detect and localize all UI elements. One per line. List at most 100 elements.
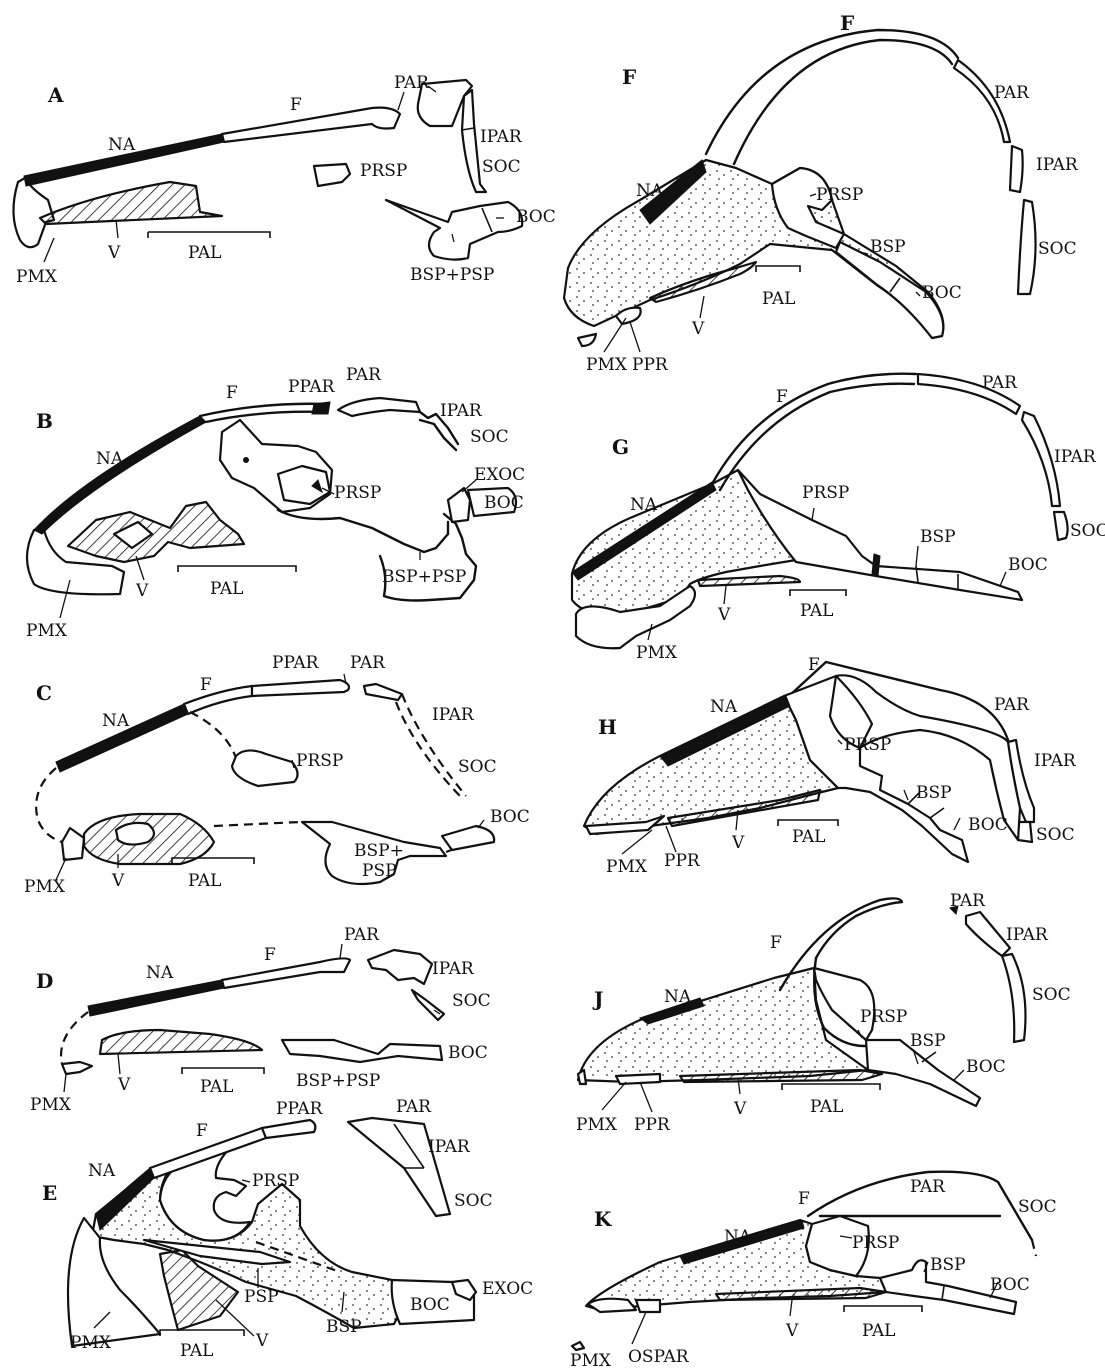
panel-f-pmx-leader <box>604 318 626 352</box>
panel-f-label-na: NA <box>636 181 664 201</box>
panel-c-label-psp: PSP <box>362 861 397 881</box>
panel-d-parietal <box>368 950 432 984</box>
panel-g-boc-leader <box>1000 572 1006 586</box>
panel-d-pmx-leader <box>64 1074 66 1092</box>
panel-h-label-pmx: PMX <box>606 857 648 877</box>
panel-b-label-na: NA <box>96 449 124 469</box>
panel-k-label-na: NA <box>724 1227 752 1247</box>
panel-j-soc <box>1002 954 1026 1042</box>
panel-g-label-v: V <box>717 605 731 625</box>
panel-h-pal-bracket <box>778 820 838 826</box>
panel-k-label-bsp: BSP <box>930 1255 966 1275</box>
panel-a: A NA F PAR IPAR SOC PRSP BOC BSP+ <box>13 73 555 287</box>
panel-a-prosphenoid <box>314 164 350 186</box>
panel-c-label-pal: PAL <box>188 871 221 891</box>
panel-a-label-bsp-psp: BSP+PSP <box>410 265 494 285</box>
panel-g-bsp-leader <box>916 546 918 566</box>
panel-c-parietal <box>364 684 402 700</box>
panel-a-v-leader <box>116 220 118 238</box>
panel-g-vomer <box>698 576 800 586</box>
panel-b-exoc <box>448 488 470 522</box>
panel-b-label-soc: SOC <box>470 427 509 447</box>
panel-f-letter: F <box>622 65 636 89</box>
panel-c-vomer-window <box>116 823 154 845</box>
panel-k-label-f: F <box>798 1189 810 1209</box>
panel-a-pmx-leader <box>44 238 54 262</box>
panel-c-label-v: V <box>111 871 125 891</box>
panel-g-label-pmx: PMX <box>636 643 678 663</box>
panel-b: B F PPAR PAR IPAR NA SOC EXOC PRSP BOC P… <box>26 365 525 641</box>
panel-b-frontal <box>200 404 326 422</box>
panel-c-label-pmx: PMX <box>24 877 66 897</box>
panel-h-label-par: PAR <box>994 695 1030 715</box>
panel-f-label-ipar: IPAR <box>1036 155 1079 175</box>
panel-j-label-v: V <box>733 1099 747 1119</box>
panel-b-letter: B <box>36 409 53 433</box>
panel-a-label-prsp: PRSP <box>360 161 407 181</box>
panel-b-label-pmx: PMX <box>26 621 68 641</box>
panel-g: G F PAR IPAR NA PRSP SOC BSP BOC V PAL P… <box>572 373 1105 663</box>
panel-j-ppr <box>616 1074 660 1084</box>
panel-j-label-prsp: PRSP <box>860 1007 907 1027</box>
panel-f-label-pmx: PMX <box>586 355 628 375</box>
panel-j: J PAR IPAR F SOC NA PRSP BSP BOC PMX PPR… <box>576 891 1071 1135</box>
panel-f-label-boc: BOC <box>922 283 962 303</box>
panel-d-frontal <box>222 958 350 988</box>
panel-b-label-f: F <box>226 383 238 403</box>
panel-d-label-na: NA <box>146 963 174 983</box>
panel-h-label-boc: BOC <box>968 815 1008 835</box>
panel-d-nasal <box>88 980 224 1016</box>
panel-k-ospar <box>636 1300 660 1312</box>
panel-e: E PPAR PAR F IPAR NA PRSP SOC EXOC BOC P… <box>42 1097 533 1361</box>
panel-e-label-bsp: BSP <box>326 1317 362 1337</box>
panel-a-pal-bracket <box>148 232 270 238</box>
panel-c-ppar <box>252 680 349 696</box>
panel-k-soc-dashed <box>1032 1240 1036 1256</box>
panel-j-boc-leader <box>954 1070 964 1080</box>
panel-b-label-prsp: PRSP <box>334 483 381 503</box>
panel-d-label-soc: SOC <box>452 991 491 1011</box>
panel-g-frontal-arch <box>712 374 916 490</box>
panel-k: K PAR SOC F NA PRSP BSP BOC PMX OSPAR V … <box>570 1172 1057 1367</box>
panel-d-label-par: PAR <box>344 925 380 945</box>
panel-b-foramen-1 <box>243 457 249 463</box>
panel-a-label-pal: PAL <box>188 243 221 263</box>
panel-h-label-soc: SOC <box>1036 825 1075 845</box>
panel-k-label-prsp: PRSP <box>852 1233 899 1253</box>
panel-h-bsp-leader <box>904 790 908 800</box>
panel-c-label-prsp: PRSP <box>296 751 343 771</box>
panel-b-label-boc: BOC <box>484 493 524 513</box>
panel-b-vomer <box>68 502 244 562</box>
panel-b-label-bsp-psp: BSP+PSP <box>382 567 466 587</box>
panel-h-label-ppr: PPR <box>664 851 701 871</box>
panel-e-label-soc: SOC <box>454 1191 493 1211</box>
panel-e-label-ppar: PPAR <box>276 1099 324 1119</box>
panel-a-label-boc: BOC <box>516 207 556 227</box>
panel-k-label-ospar: OSPAR <box>628 1347 690 1367</box>
panel-h-label-pal: PAL <box>792 827 825 847</box>
panel-h-label-ipar: IPAR <box>1034 751 1077 771</box>
panel-g-soc <box>1054 512 1068 540</box>
panel-d-label-f: F <box>264 945 276 965</box>
panel-c-label-par: PAR <box>350 653 386 673</box>
panel-j-label-ppr: PPR <box>634 1115 671 1135</box>
panel-h-soc <box>1018 822 1032 842</box>
panel-e-label-boc: BOC <box>410 1295 450 1315</box>
panel-k-ospar-leader <box>632 1312 646 1344</box>
panel-e-ppar <box>262 1120 315 1138</box>
panel-c: C PPAR PAR F NA IPAR PRSP SOC BOC BSP+ P… <box>24 653 530 897</box>
panel-j-label-par: PAR <box>950 891 986 911</box>
panel-c-premaxilla <box>62 828 84 860</box>
panel-f-label-pal: PAL <box>762 289 795 309</box>
panel-d-premaxilla-dashed <box>61 1012 88 1064</box>
panel-b-parietal <box>338 398 420 416</box>
panel-h-boc-leader <box>954 818 960 830</box>
panel-g-bsp-mark <box>872 554 880 576</box>
panel-k-label-soc: SOC <box>1018 1197 1057 1217</box>
panel-k-label-pal: PAL <box>862 1321 895 1341</box>
panel-f-label-ppr: PPR <box>632 355 669 375</box>
panel-j-label-boc: BOC <box>966 1057 1006 1077</box>
panel-b-ppar <box>312 402 330 414</box>
panel-g-label-na: NA <box>630 495 658 515</box>
